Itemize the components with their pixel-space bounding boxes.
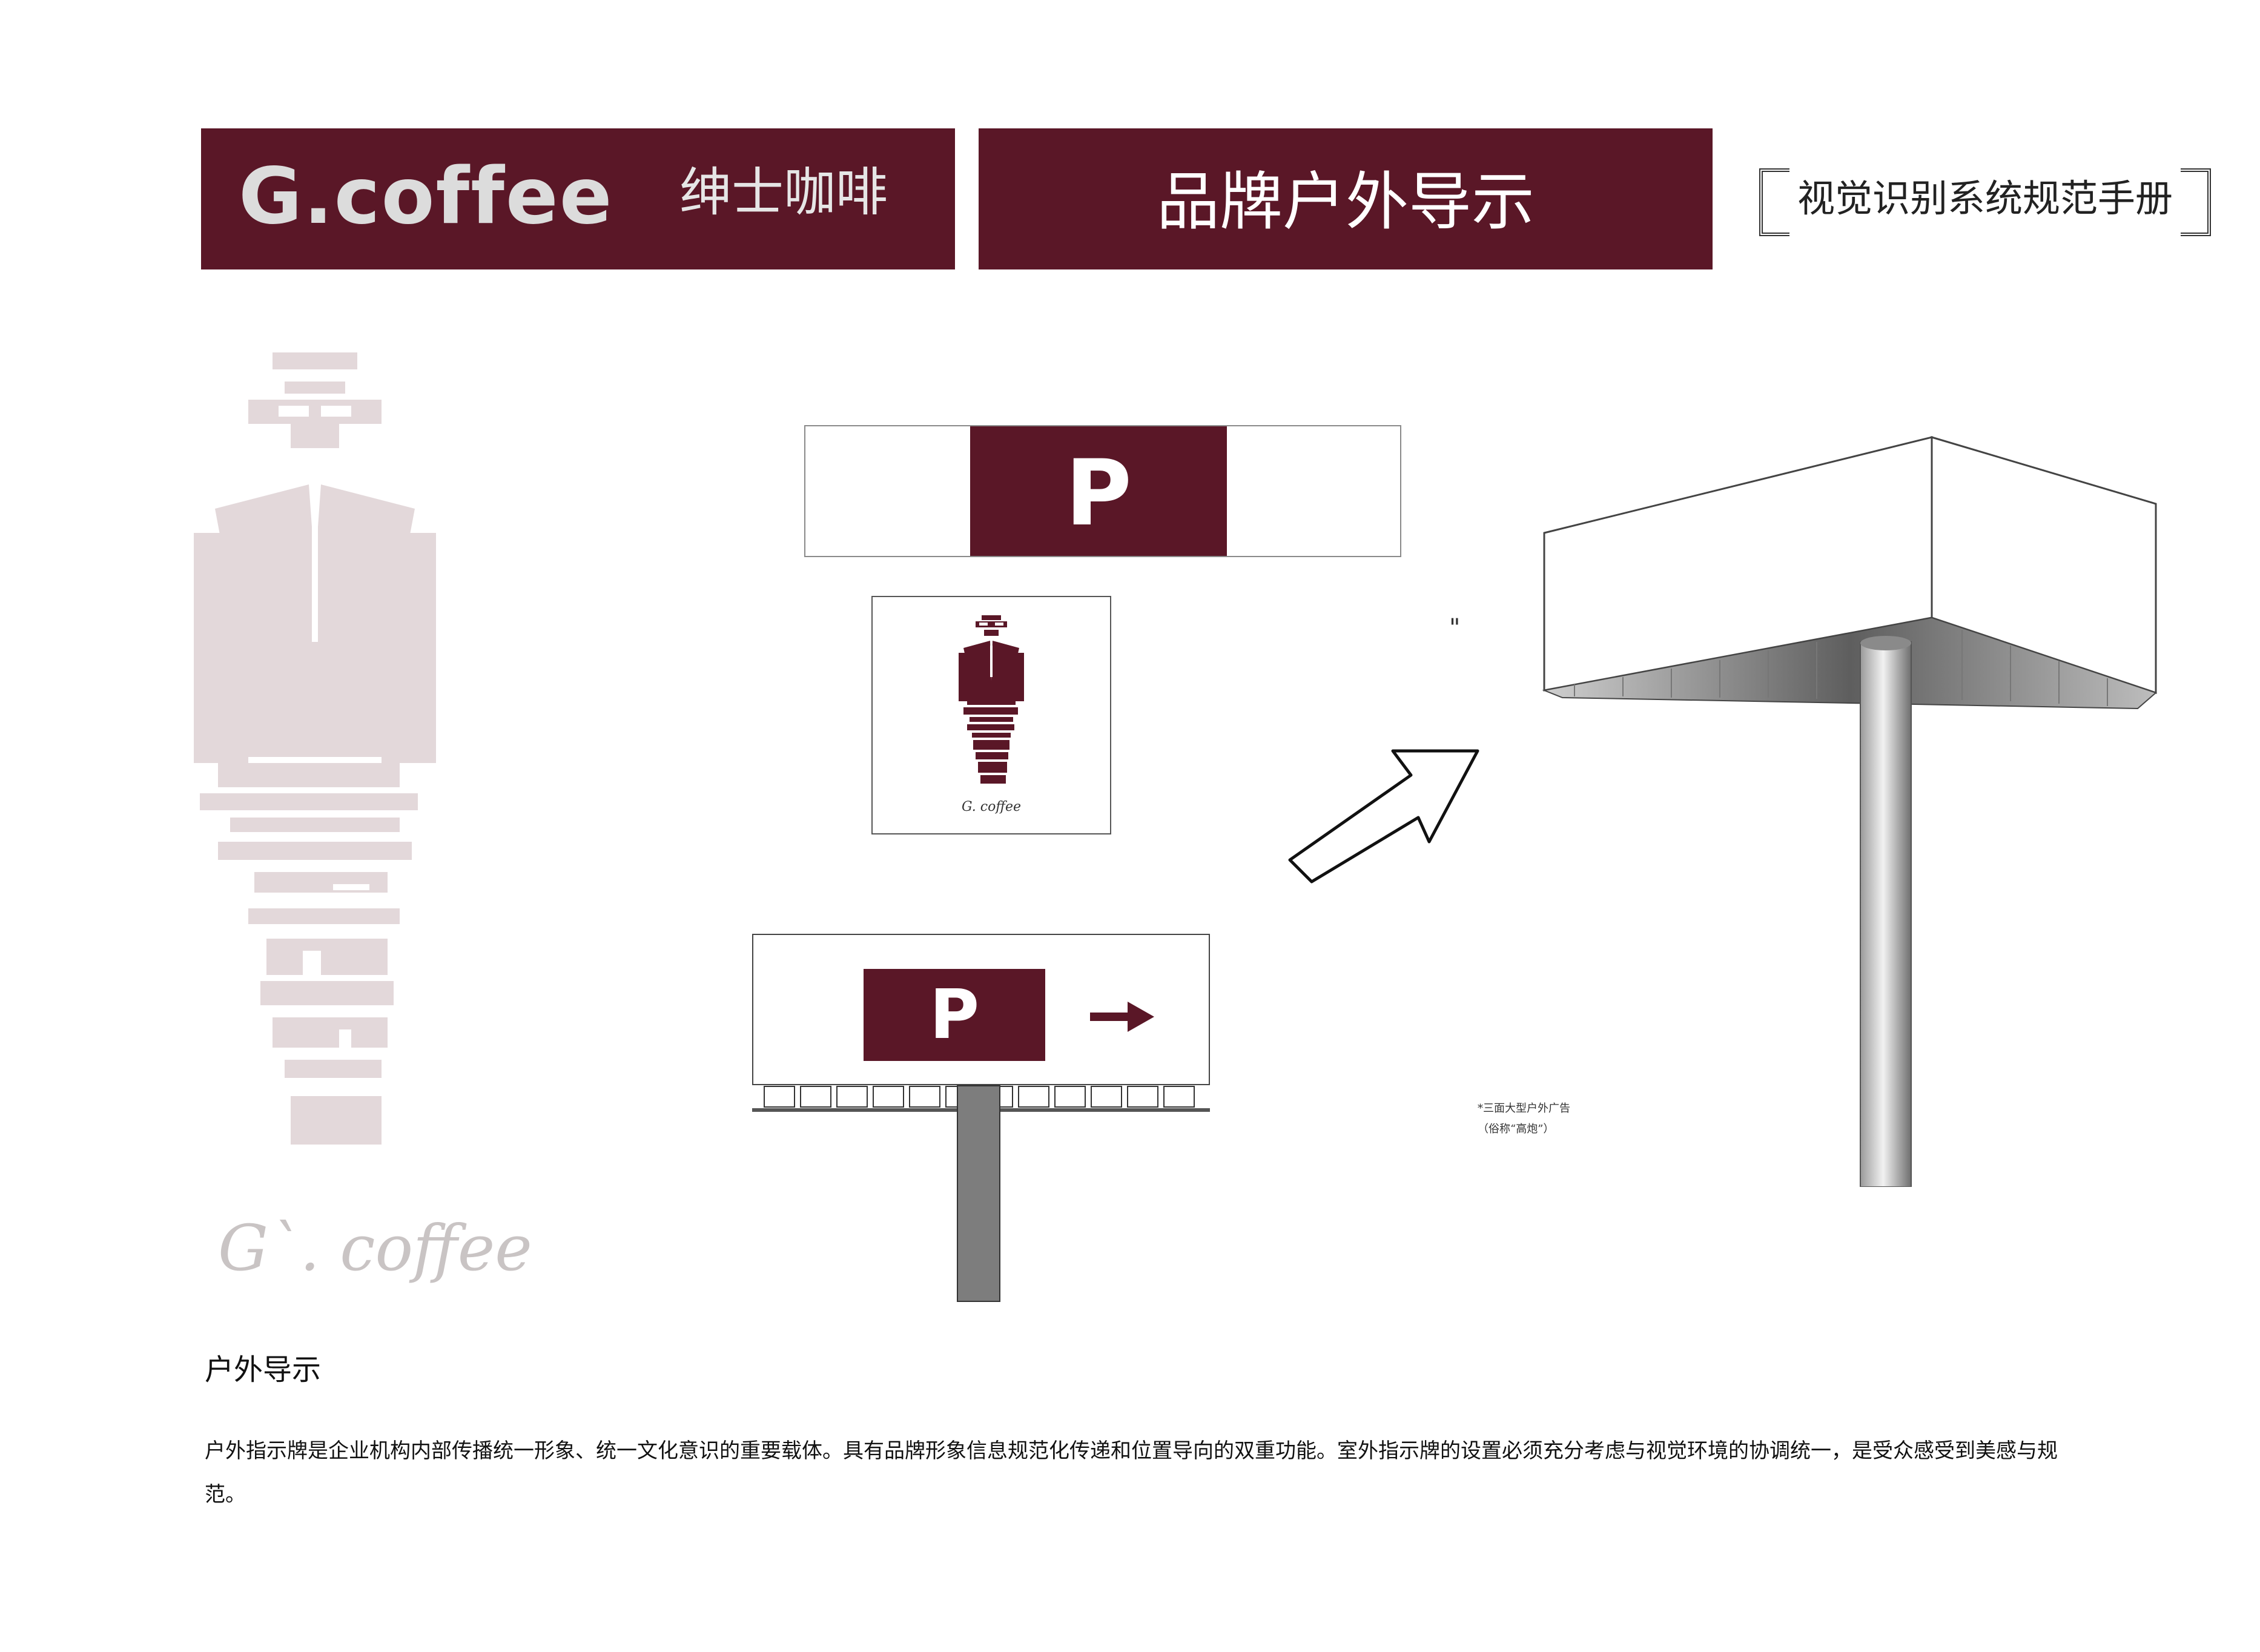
watermark-logo-caption: G`. coffee — [218, 1211, 532, 1285]
banner-brand-panel: P — [970, 426, 1227, 556]
right-bracket-icon — [2181, 168, 2211, 236]
square-logo-caption: G. coffee — [962, 799, 1021, 814]
billboard-letter: P — [929, 976, 980, 1054]
banner-letter: P — [1065, 441, 1132, 546]
tall-billboard-caption: *三面大型户外广告 （俗称“高炮”） — [1478, 1099, 1623, 1140]
brand-banner: G.coffee 绅士咖啡 — [201, 128, 955, 269]
tall-billboard — [1542, 435, 2157, 1187]
gentleman-logo-icon — [959, 615, 1024, 784]
caption-line-1: *三面大型户外广告 — [1478, 1102, 1570, 1115]
left-bracket-icon — [1759, 168, 1789, 236]
horizontal-banner-sign: P — [804, 425, 1401, 557]
direction-billboard: P — [752, 934, 1210, 1085]
square-logo-sign: G. coffee — [871, 596, 1111, 834]
arrow-right-icon — [1090, 1002, 1154, 1032]
brand-wordmark: G.coffee — [239, 151, 613, 242]
arrow-up-right-icon — [1288, 749, 1479, 884]
manual-title: 视觉识别系统规范手册 — [1759, 168, 2211, 236]
page-title: 品牌户外导示 — [1156, 165, 1535, 239]
manual-title-text: 视觉识别系统规范手册 — [1797, 176, 2173, 220]
caption-line-2: （俗称“高炮”） — [1478, 1123, 1555, 1135]
section-body: 户外指示牌是企业机构内部传播统一形象、统一文化意识的重要载体。具有品牌形象信息规… — [205, 1439, 2058, 1507]
brand-chinese-name: 绅士咖啡 — [679, 162, 888, 223]
billboard-pole — [957, 1085, 1000, 1302]
billboard-brand-panel: P — [864, 969, 1045, 1061]
page-title-banner: 品牌户外导示 — [979, 128, 1713, 269]
section-heading: 户外导示 — [205, 1353, 322, 1387]
quote-mark: " — [1449, 614, 1461, 642]
gentleman-watermark-icon — [194, 352, 436, 1145]
